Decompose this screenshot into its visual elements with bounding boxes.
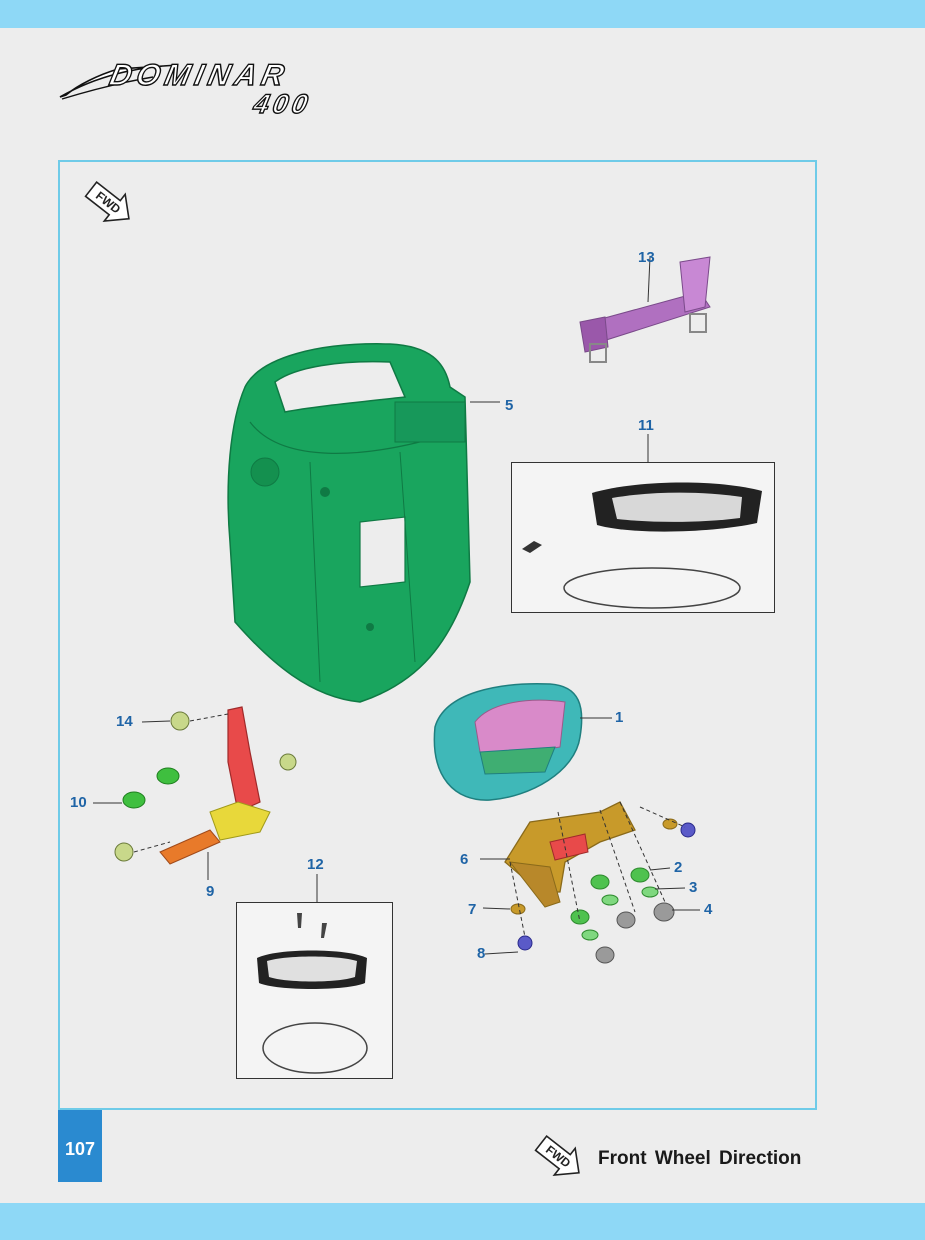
logo-model: 400 <box>250 88 315 119</box>
bottom-band <box>0 1203 925 1240</box>
callout-leaders <box>93 256 700 955</box>
callout-6: 6 <box>460 851 469 868</box>
callout-1: 1 <box>615 709 624 726</box>
part-13-holder-bracket <box>579 256 711 363</box>
photo-11-art <box>522 482 762 609</box>
callout-8: 8 <box>477 945 486 962</box>
part-1-speedometer-assembly <box>433 683 583 801</box>
callout-2: 2 <box>674 859 683 876</box>
callout-9: 9 <box>206 883 215 900</box>
logo-wordmark: DOMINAR <box>106 58 293 92</box>
photo-12-art <box>257 913 368 1074</box>
photo-part-11 <box>511 462 775 613</box>
callout-11: 11 <box>638 417 654 434</box>
callout-10: 10 <box>70 794 87 811</box>
callout-4: 4 <box>704 901 713 918</box>
footer-fwd-arrow-icon: FWD <box>534 1135 580 1177</box>
part-5-meter-housing <box>227 343 471 703</box>
callout-12: 12 <box>307 856 324 873</box>
part-6-meter-bracket <box>504 801 636 908</box>
callout-3: 3 <box>689 879 698 896</box>
part-9-meter-stay <box>114 706 297 865</box>
grommet-group <box>509 801 696 964</box>
callout-5: 5 <box>505 397 514 414</box>
photo-part-12 <box>236 902 393 1079</box>
brand-logo: DOMINAR 400 <box>58 55 398 120</box>
callout-7: 7 <box>468 901 477 918</box>
fwd-legend-text: Front Wheel Direction <box>598 1148 802 1169</box>
top-band <box>0 0 925 28</box>
exploded-parts-drawing <box>93 256 711 964</box>
page-number-badge: 107 <box>58 1110 102 1182</box>
parts-diagram-frame: FWD <box>58 160 817 1110</box>
logo-swoosh <box>59 64 179 100</box>
callout-13: 13 <box>638 249 655 266</box>
fwd-arrow-icon: FWD <box>84 181 130 223</box>
callout-14: 14 <box>116 713 133 730</box>
